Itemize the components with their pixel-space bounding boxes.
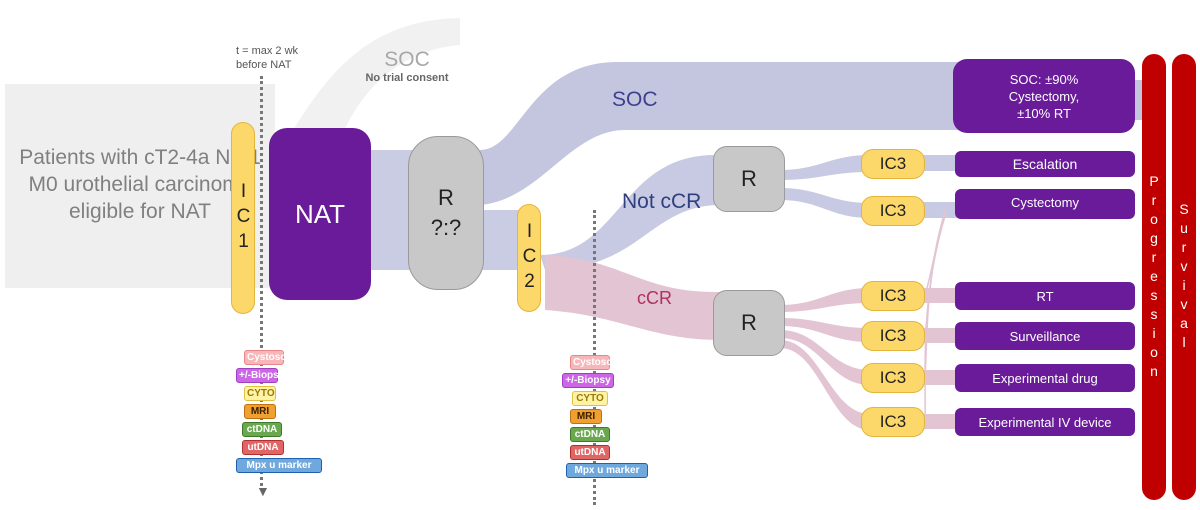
soc-no-consent-title: SOC <box>384 48 430 71</box>
timing-note-line1: t = max 2 wk <box>236 45 299 57</box>
patients-flow <box>5 84 275 288</box>
randomization-ccr-label: R <box>741 310 757 335</box>
survival-label: Survival <box>1176 201 1192 353</box>
ic3-to-iv-flow <box>920 414 960 429</box>
soc-no-consent-subtitle: No trial consent <box>365 72 449 84</box>
utdna-tag-response: utDNA <box>570 445 610 460</box>
soc-no-consent-label: SOC No trial consent <box>352 48 462 84</box>
randomization-not-ccr: R <box>713 146 785 212</box>
ic1-label: IC1 <box>233 180 254 256</box>
ic3-escalation-label: IC3 <box>879 154 907 173</box>
progression-bar: Progression <box>1142 54 1166 500</box>
biopsy-tag-response: +/-Biopsy <box>562 373 614 388</box>
timing-note: t = max 2 wk before NAT <box>236 44 326 72</box>
randomization-ccr: R <box>713 290 785 356</box>
patients-label: Patients with cT2-4a N0-1 M0 urothelial … <box>10 124 270 244</box>
outcome-experimental-drug-label: Experimental drug <box>992 370 1098 386</box>
outcome-escalation-label: Escalation <box>1012 156 1078 172</box>
timepoint-arrow-1: ▼ <box>256 483 270 499</box>
outcome-escalation: Escalation <box>955 151 1135 177</box>
ic3-experimental-drug: IC3 <box>861 363 925 393</box>
ic3-rt: IC3 <box>861 281 925 311</box>
ic1-pill: IC1 <box>231 122 255 314</box>
nat-label: NAT <box>294 198 346 229</box>
random-to-soc-flow <box>480 61 960 205</box>
r1-to-escalation-flow <box>780 155 870 180</box>
cyto-tag-baseline: CYTO <box>244 386 276 401</box>
progression-label: Progression <box>1146 172 1162 382</box>
ic2-pill: IC2 <box>517 204 541 312</box>
outcome-rt: RT <box>955 282 1135 310</box>
mri-tag-baseline: MRI <box>244 404 276 419</box>
randomization-1-label: R <box>438 185 454 210</box>
cystosc-tag-baseline: Cystosc <box>244 350 286 365</box>
ic3-experimental-iv-label: IC3 <box>879 412 907 431</box>
ic3-to-escalation-flow <box>920 155 960 171</box>
ic3-escalation: IC3 <box>861 149 925 179</box>
outcome-experimental-iv-label: Experimental IV device <box>978 414 1112 430</box>
ic3-to-drug-flow <box>920 370 960 385</box>
outcome-experimental-iv: Experimental IV device <box>955 408 1135 436</box>
cystosc-tag-response: Cystosc <box>570 355 612 370</box>
ic3-rt-label: IC3 <box>879 286 907 305</box>
ic3-to-cystectomy-flow <box>920 202 960 218</box>
ic3-surveillance-label: IC3 <box>879 326 907 345</box>
outcome-rt-label: RT <box>1036 288 1054 304</box>
mpx-marker-tag-baseline: Mpx u marker <box>236 458 322 473</box>
soc-no-consent-flow <box>290 18 460 140</box>
ccr-label: cCR <box>637 288 672 308</box>
soc-outcome-box: SOC: ±90% Cystectomy, ±10% RT <box>953 59 1135 133</box>
randomization-1: R ?:? <box>408 136 484 290</box>
ic3-experimental-drug-label: IC3 <box>879 368 907 387</box>
ic3-to-surveillance-flow <box>920 328 960 343</box>
outcome-cystectomy: Cystectomy <box>955 189 1135 219</box>
ctdna-tag-baseline: ctDNA <box>242 422 282 437</box>
randomization-not-ccr-label: R <box>741 166 757 191</box>
not-ccr-flow <box>540 155 720 270</box>
mri-tag-response: MRI <box>570 409 602 424</box>
survival-bar: Survival <box>1172 54 1196 500</box>
ctdna-tag-response: ctDNA <box>570 427 610 442</box>
soc-outcome-line3: ±10% RT <box>1017 105 1071 121</box>
ic3-cystectomy: IC3 <box>861 196 925 226</box>
r2-to-iv-flow <box>780 340 870 430</box>
ic3-surveillance: IC3 <box>861 321 925 351</box>
r2-to-drug-flow <box>780 330 870 385</box>
r1-to-cystectomy-flow <box>780 188 870 218</box>
soc-flow-label: SOC <box>612 88 658 111</box>
r2-to-surveillance-flow <box>780 318 870 342</box>
crossover-line-iv <box>924 215 946 421</box>
outcome-surveillance-label: Surveillance <box>1009 328 1081 344</box>
nat-box: NAT <box>269 128 371 300</box>
mpx-marker-tag-response: Mpx u marker <box>566 463 648 478</box>
patients-text: Patients with cT2-4a N0-1 M0 urothelial … <box>19 145 261 223</box>
ic3-experimental-iv: IC3 <box>861 407 925 437</box>
timepoint-line-1 <box>260 76 263 486</box>
utdna-tag-baseline: utDNA <box>242 440 284 455</box>
randomization-1-ratio: ?:? <box>430 215 462 240</box>
not-ccr-label: Not cCR <box>622 190 702 213</box>
biopsy-tag-baseline: +/-Biopsy <box>236 368 284 383</box>
outcome-cystectomy-label: Cystectomy <box>1011 195 1079 210</box>
timing-note-line2: before NAT <box>236 59 292 71</box>
ic2-label: IC2 <box>519 220 540 296</box>
soc-outcome-line2: Cystectomy, <box>1008 88 1080 104</box>
r2-to-rt-flow <box>780 288 870 312</box>
cyto-tag-response: CYTO <box>572 391 608 406</box>
ic3-cystectomy-label: IC3 <box>879 201 907 220</box>
ccr-flow <box>545 255 720 340</box>
outcome-surveillance: Surveillance <box>955 322 1135 350</box>
soc-outcome-line1: SOC: ±90% <box>1009 71 1079 87</box>
outcome-experimental-drug: Experimental drug <box>955 364 1135 392</box>
